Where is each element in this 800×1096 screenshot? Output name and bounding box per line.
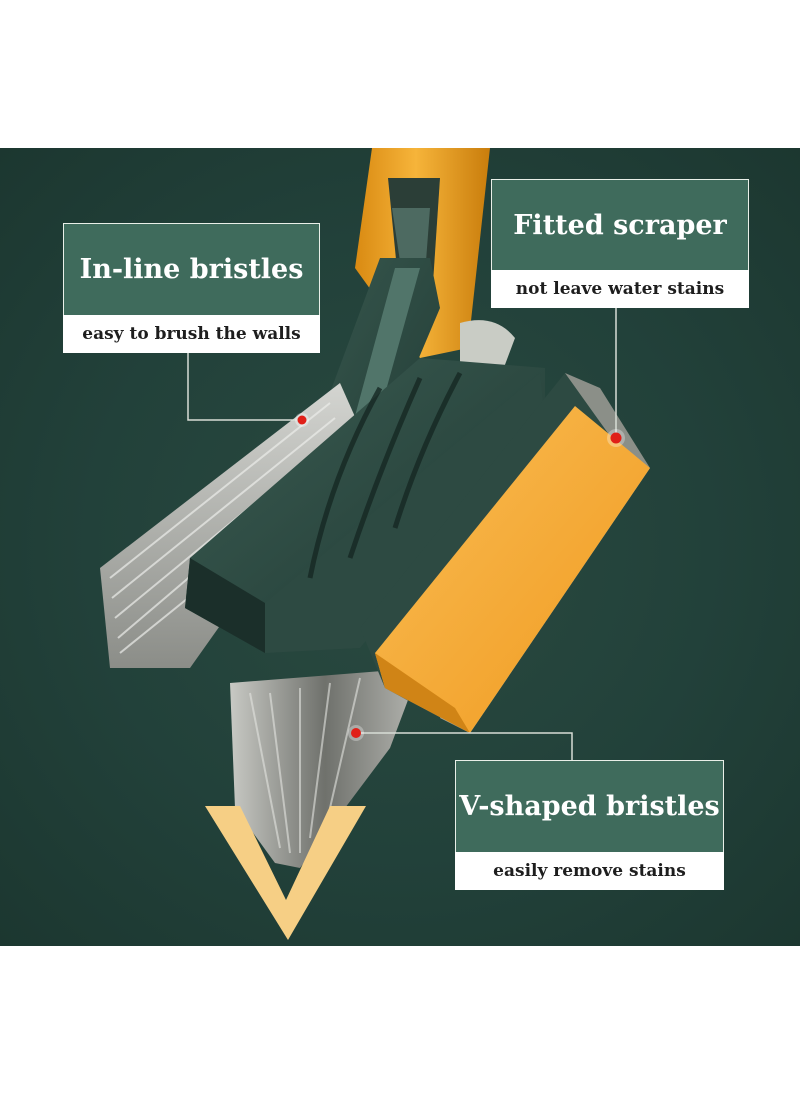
callout-v-shaped-bristles: V-shaped bristles easily remove stains	[455, 760, 724, 890]
connector-lines	[187, 303, 617, 760]
v-chevron-icon	[205, 806, 366, 940]
scraper	[360, 373, 650, 733]
callout-subtitle: not leave water stains	[491, 270, 749, 308]
callout-title: V-shaped bristles	[455, 760, 724, 852]
callout-inline-bristles: In-line bristles easy to brush the walls	[63, 223, 320, 353]
callout-subtitle: easily remove stains	[455, 852, 724, 890]
callout-subtitle: easy to brush the walls	[63, 315, 320, 353]
brush-head	[185, 358, 545, 653]
callout-title: Fitted scraper	[491, 179, 749, 270]
brush-illustration	[100, 148, 650, 940]
marker-dot-icon	[295, 413, 625, 741]
callout-fitted-scraper: Fitted scraper not leave water stains	[491, 179, 749, 308]
callout-title: In-line bristles	[63, 223, 320, 315]
v-shaped-bristles	[230, 668, 420, 868]
